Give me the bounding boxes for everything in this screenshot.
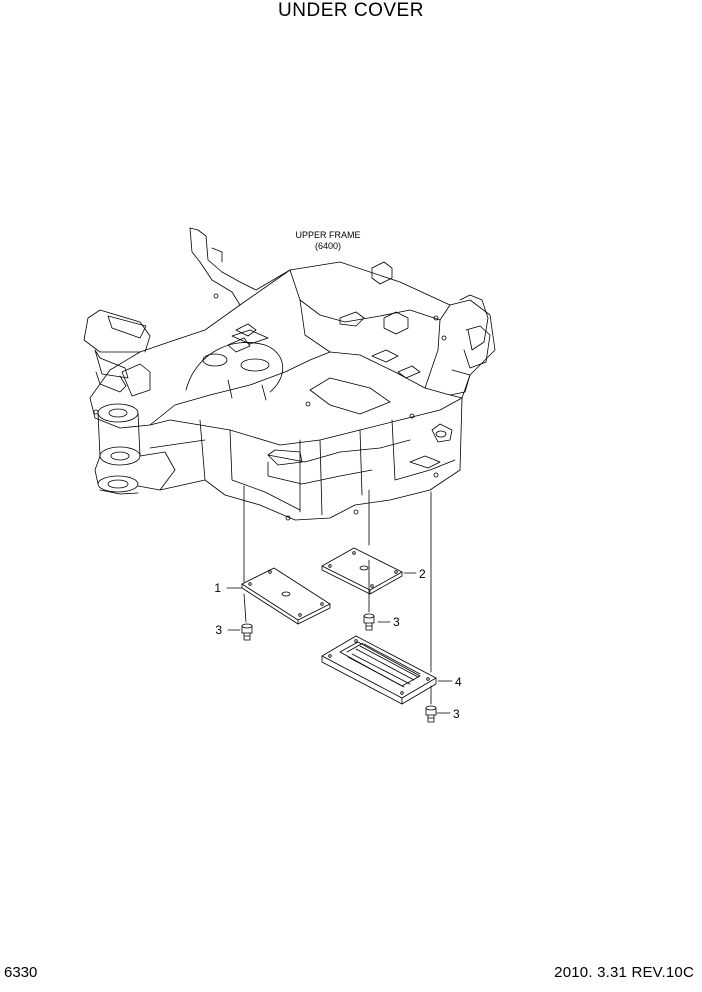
leader-lines (226, 485, 453, 714)
page-number: 6330 (4, 964, 38, 981)
callout-3-left: 3 (215, 623, 222, 637)
frame-label-line2: (6400) (315, 241, 341, 251)
part-3-bolt-b (363, 613, 375, 631)
callout-3-right: 3 (453, 707, 460, 721)
upper-frame-drawing (83, 227, 496, 521)
part-1-cover-plate (241, 567, 331, 625)
part-3-bolt-a (241, 623, 253, 641)
callout-1: 1 (214, 581, 221, 595)
callout-4: 4 (455, 675, 462, 689)
callout-3-middle: 3 (393, 615, 400, 629)
date-revision: 2010. 3.31 REV.10C (554, 964, 694, 981)
page-title: UNDER COVER (278, 0, 424, 21)
callout-2: 2 (419, 567, 426, 581)
part-3-bolt-c (425, 705, 437, 723)
part-2-cover-plate (321, 547, 403, 595)
part-4-louvered-cover (321, 635, 437, 705)
frame-label-line1: UPPER FRAME (295, 230, 360, 240)
